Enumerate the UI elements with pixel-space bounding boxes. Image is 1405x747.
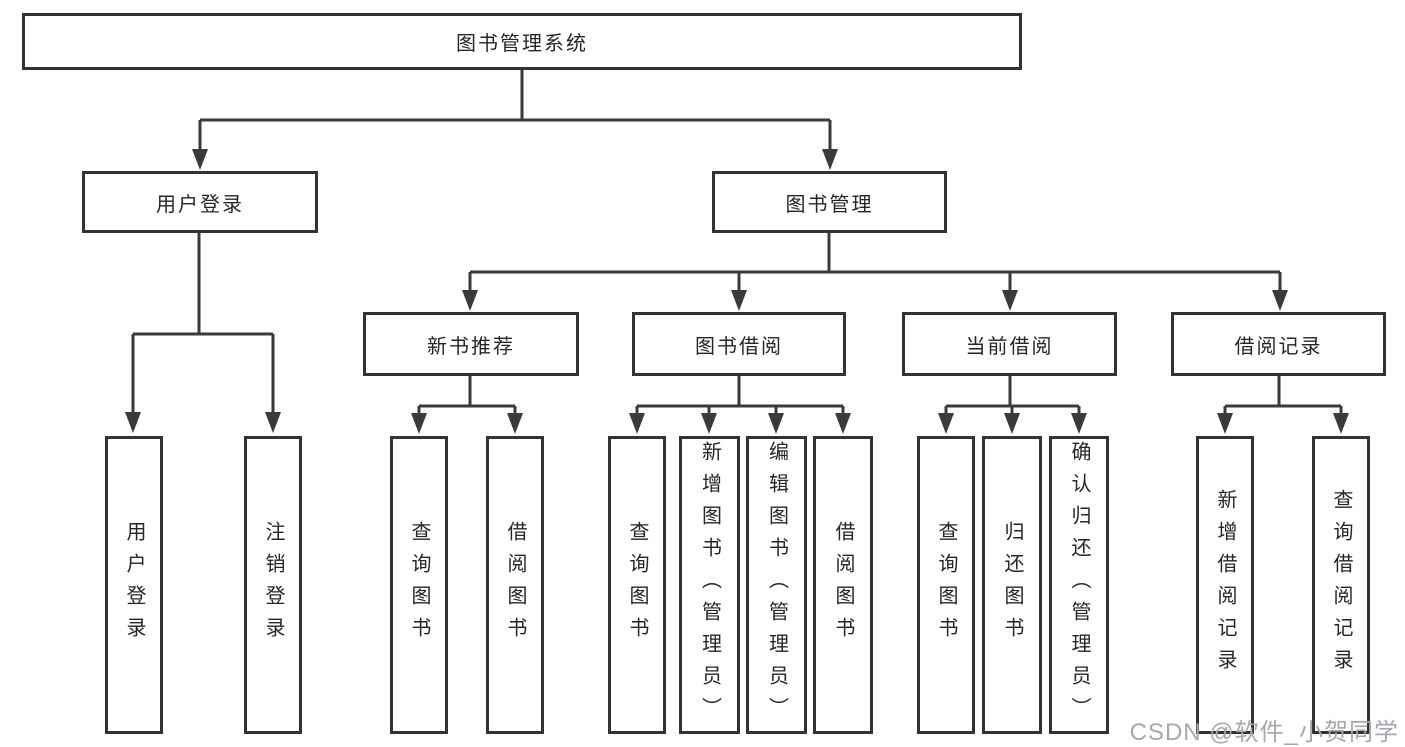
node-label: 查询图书 [626,521,648,649]
arrow-icon [192,149,208,170]
arrow-icon [1004,413,1020,434]
node-label: 借阅记录 [1234,335,1323,358]
leaf-borrow-books: 借阅图书 [813,436,873,734]
node-label: 新增借阅记录 [1214,489,1236,681]
node-label: 查询借阅记录 [1330,489,1352,681]
arrow-icon [125,412,141,433]
node-label: 确认归还（管理员） [1068,441,1090,729]
node-label: 图书管理 [785,193,874,216]
leaf-query-books-recommend: 查询图书 [390,436,448,734]
arrow-icon [1002,290,1018,311]
arrow-icon [462,290,478,311]
arrow-icon [1272,290,1288,311]
leaf-confirm-return-admin: 确认归还（管理员） [1049,436,1109,734]
leaf-borrow-books-recommend: 借阅图书 [486,436,544,734]
node-label: 用户登录 [156,193,244,216]
arrow-icon [1217,413,1233,434]
node-label: 图书借阅 [695,335,783,358]
arrow-icon [768,413,784,434]
node-book-borrow: 图书借阅 [632,312,846,376]
connector-user-login [131,233,275,419]
leaf-edit-book-admin: 编辑图书（管理员） [746,436,807,734]
leaf-add-borrow-record: 新增借阅记录 [1196,436,1254,734]
arrow-icon [731,290,747,311]
arrow-icon [265,412,281,433]
arrow-icon [938,413,954,434]
node-borrow-records: 借阅记录 [1171,312,1386,376]
leaf-logout: 注销登录 [244,436,302,734]
arrow-icon [629,413,645,434]
leaf-query-books-borrow: 查询图书 [608,436,666,734]
connector-book-management [468,233,1282,297]
node-label: 当前借阅 [965,335,1054,358]
connector-root [198,70,832,156]
leaf-return-book: 归还图书 [982,436,1042,734]
arrow-icon [835,413,851,434]
node-label: 查询图书 [408,521,430,649]
connector-book-borrow [635,376,845,420]
node-current-borrow: 当前借阅 [902,312,1117,376]
leaf-user-login: 用户登录 [105,436,163,734]
node-label: 借阅图书 [504,521,526,649]
arrow-icon [411,413,427,434]
leaf-query-books-current: 查询图书 [917,436,975,734]
node-label: 新书推荐 [427,335,515,358]
node-book-management: 图书管理 [712,171,947,233]
node-label: 查询图书 [935,521,957,649]
leaf-query-borrow-record: 查询借阅记录 [1312,436,1370,734]
arrow-icon [1333,413,1349,434]
leaf-add-book-admin: 新增图书（管理员） [679,436,740,734]
arrow-icon [701,413,717,434]
node-label: 新增图书（管理员） [698,441,721,729]
node-label: 图书管理系统 [456,33,588,55]
node-label: 用户登录 [123,521,145,649]
node-user-login: 用户登录 [82,171,318,233]
node-library-system: 图书管理系统 [22,13,1022,70]
node-label: 借阅图书 [832,521,854,649]
arrow-icon [822,149,838,170]
node-label: 注销登录 [262,521,284,649]
connector-new-book [417,376,517,420]
arrow-icon [1071,413,1087,434]
node-label: 编辑图书（管理员） [765,441,788,729]
node-label: 归还图书 [1001,521,1023,649]
node-new-book-recommend: 新书推荐 [363,312,579,376]
arrow-icon [507,413,523,434]
arrowheads [125,149,1349,434]
connector-borrow-records [1223,376,1343,420]
